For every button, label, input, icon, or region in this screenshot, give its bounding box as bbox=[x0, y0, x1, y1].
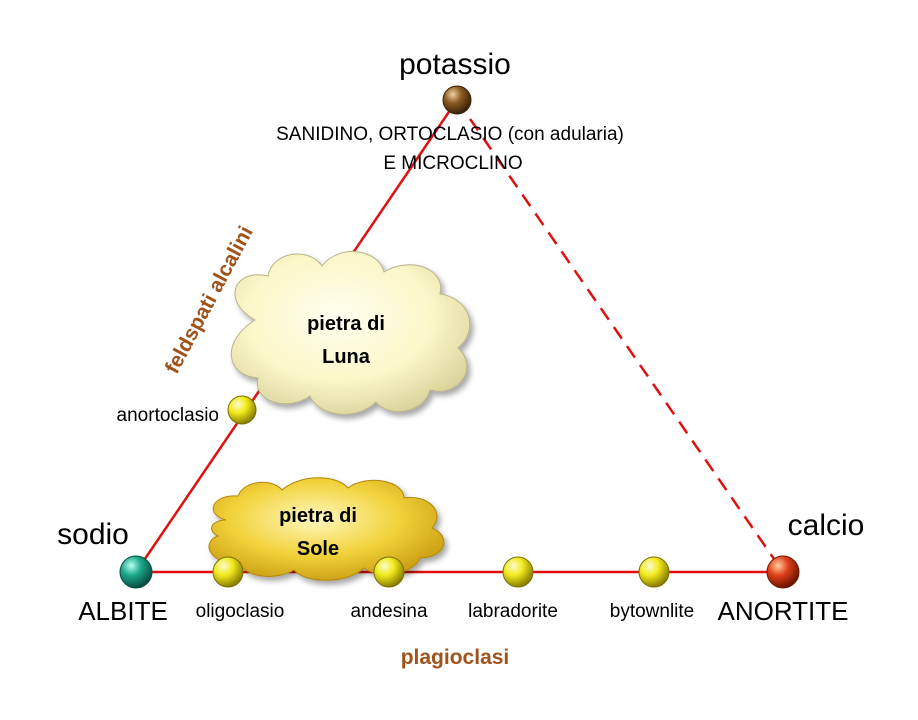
calcio-label: calcio bbox=[788, 509, 865, 542]
calcio-node bbox=[766, 555, 800, 589]
oligoclasio-node bbox=[212, 556, 244, 588]
sun-cloud-line1: pietra di bbox=[279, 505, 357, 527]
sun-cloud-line2: Sole bbox=[297, 538, 339, 560]
sodio-label: sodio bbox=[57, 518, 129, 551]
bytownlite-node bbox=[638, 556, 670, 588]
moon-cloud-line2: Luna bbox=[322, 346, 371, 368]
cloud-pietra-di-luna bbox=[230, 251, 471, 415]
top-minerals-line2: E MICROCLINO bbox=[383, 153, 522, 174]
sodio-node bbox=[119, 555, 153, 589]
andesina-node bbox=[373, 556, 405, 588]
cloud-pietra-di-sole bbox=[208, 477, 445, 581]
labradorite-node bbox=[502, 556, 534, 588]
anortite-label: ANORTITE bbox=[718, 596, 849, 626]
anortoclasio-node bbox=[227, 395, 257, 425]
edge-potassio-calcio-dashed bbox=[455, 99, 785, 573]
bytownlite-label: bytownlite bbox=[610, 601, 695, 622]
labradorite-label: labradorite bbox=[468, 601, 558, 622]
moon-cloud-line1: pietra di bbox=[307, 313, 385, 335]
oligoclasio-label: oligoclasio bbox=[196, 601, 285, 622]
potassio-node bbox=[442, 85, 472, 115]
plagioclasi-label: plagioclasi bbox=[401, 646, 510, 669]
anortoclasio-label: anortoclasio bbox=[117, 405, 219, 426]
potassio-label: potassio bbox=[399, 48, 511, 81]
albite-label: ALBITE bbox=[78, 596, 168, 626]
top-minerals-line1: SANIDINO, ORTOCLASIO (con adularia) bbox=[276, 124, 624, 145]
andesina-label: andesina bbox=[350, 601, 428, 622]
